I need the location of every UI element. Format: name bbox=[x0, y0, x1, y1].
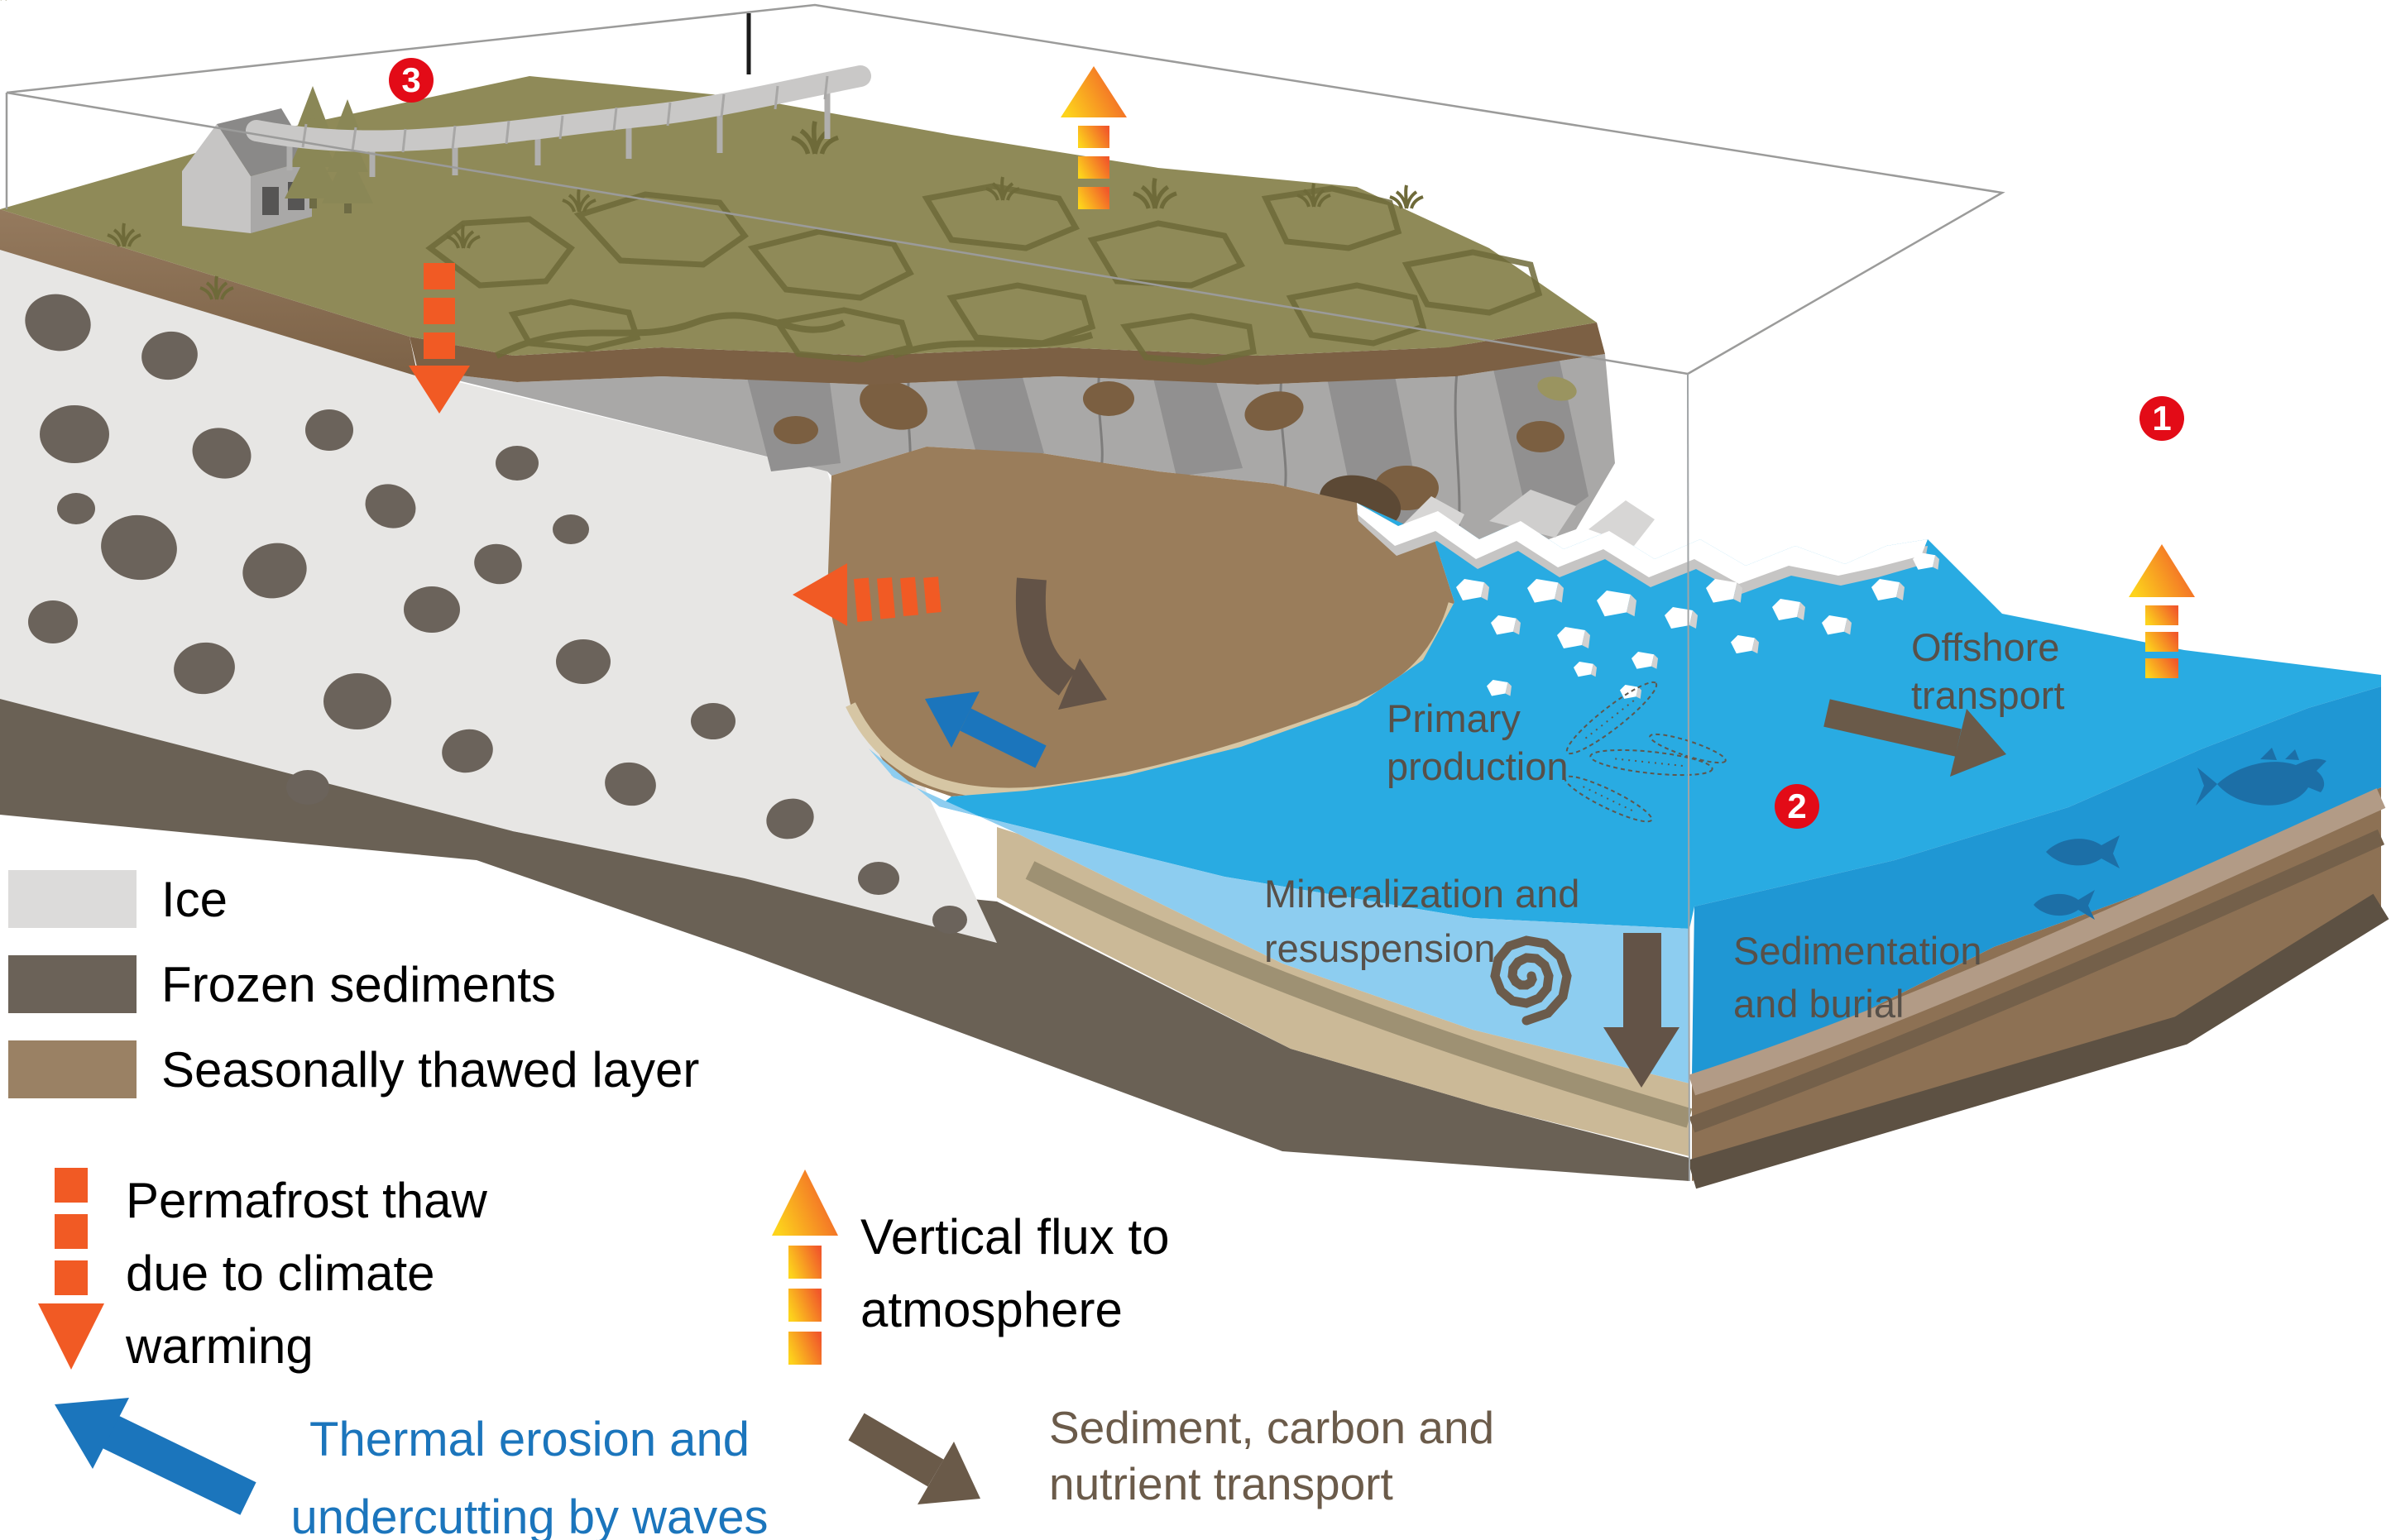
tundra-polygon-pattern bbox=[425, 183, 1543, 366]
pipeline-joints bbox=[301, 75, 829, 153]
label-line: Sediment, carbon and bbox=[1049, 1402, 1495, 1453]
label-line: Permafrost thaw bbox=[126, 1173, 487, 1228]
frozen-sediments-front-face bbox=[0, 645, 1689, 1181]
label-line: warming bbox=[126, 1318, 314, 1374]
ice-swatch bbox=[8, 870, 137, 928]
sedimentation-arrow bbox=[1603, 933, 1679, 1088]
label-line: undercutting by waves bbox=[290, 1490, 769, 1540]
legend-permafrost-arrow bbox=[38, 1168, 104, 1370]
coastal-cliff bbox=[418, 341, 1615, 571]
frozen-sediment-blobs bbox=[25, 294, 967, 934]
legend-label: Seasonally thawed layer bbox=[161, 1041, 700, 1098]
sea-ice-ribbon bbox=[1357, 503, 1928, 594]
legend-row-seasonally-thawed: Seasonally thawed layer bbox=[8, 1040, 699, 1098]
water-face-nearshore bbox=[869, 748, 1689, 1083]
legend-row-ice: Ice bbox=[8, 870, 228, 928]
legend-row-frozen-sediments: Frozen sediments bbox=[8, 955, 556, 1013]
label-line: Mineralization and bbox=[1264, 872, 1580, 916]
sea-surface bbox=[939, 503, 2381, 929]
label-line: resuspension bbox=[1264, 926, 1496, 970]
frozen-sediments-swatch bbox=[8, 955, 137, 1013]
legend-vertical-flux-arrow bbox=[772, 1169, 838, 1365]
resuspension-spiral bbox=[1490, 935, 1572, 1026]
legend-sediment-transport-arrow bbox=[848, 1413, 980, 1504]
house-window bbox=[262, 187, 279, 215]
fish-medium bbox=[2046, 835, 2120, 868]
label-line: and burial bbox=[1733, 982, 1905, 1026]
marker-2: 2 bbox=[1775, 784, 1819, 829]
label-line: atmosphere bbox=[860, 1282, 1123, 1337]
fish bbox=[2034, 748, 2326, 920]
vertical-flux-arrow-sea bbox=[2129, 544, 2195, 678]
cliff-top-soil-strip bbox=[410, 323, 1605, 385]
legend-label: Ice bbox=[161, 871, 228, 927]
label-line: transport bbox=[1911, 673, 2065, 717]
marker-number: 2 bbox=[1787, 787, 1807, 825]
cliff-thaw-arrow bbox=[793, 563, 942, 626]
marker-number: 1 bbox=[2152, 399, 2172, 438]
label-line: Thermal erosion and bbox=[309, 1413, 750, 1466]
marker-3: 3 bbox=[389, 58, 434, 103]
label-line: Offshore bbox=[1911, 625, 2060, 669]
fish-large bbox=[2196, 748, 2326, 806]
offshore-transport-arrow bbox=[1823, 699, 2006, 777]
legend-permafrost-thaw-text: Permafrost thaw due to climate warming bbox=[126, 1165, 487, 1383]
marker-1: 1 bbox=[2139, 396, 2184, 441]
beach-sediment-arrow bbox=[1015, 577, 1107, 710]
seafloor-layers-offshore bbox=[1687, 787, 2389, 1189]
vertical-flux-arrow-land bbox=[1061, 66, 1127, 209]
label-mineralization: Mineralization and resuspension bbox=[1264, 867, 1579, 976]
ice-face bbox=[0, 246, 997, 943]
label-primary-production: Primary production bbox=[1387, 695, 1569, 791]
wireframe-box bbox=[5, 3, 2005, 1182]
seasonally-thawed-swatch bbox=[8, 1040, 137, 1098]
label-offshore-transport: Offshore transport bbox=[1911, 624, 2064, 720]
label-line: Primary bbox=[1387, 696, 1521, 740]
legend-label: Frozen sediments bbox=[161, 956, 556, 1012]
pipeline bbox=[246, 13, 871, 177]
fish-small bbox=[2034, 890, 2095, 920]
marker-number: 3 bbox=[401, 60, 421, 99]
permafrost-thaw-arrow bbox=[409, 263, 470, 414]
label-sedimentation: Sedimentation and burial bbox=[1733, 925, 1981, 1031]
legend-thermal-erosion-arrow bbox=[55, 1398, 256, 1515]
wave-erosion-arrow bbox=[925, 691, 1047, 768]
seafloor-layers-nearshore bbox=[997, 827, 1693, 1156]
label-line: Sedimentation bbox=[1733, 929, 1982, 973]
seafloor-bottom-edge bbox=[1687, 893, 2389, 1189]
label-line: Vertical flux to bbox=[860, 1209, 1170, 1265]
label-line: due to climate bbox=[126, 1246, 435, 1301]
floating-ice-blocks bbox=[1456, 552, 1939, 699]
label-line: production bbox=[1387, 744, 1569, 788]
legend-thermal-erosion-text: Thermal erosion and undercutting by wave… bbox=[273, 1401, 786, 1540]
label-line: nutrient transport bbox=[1049, 1458, 1393, 1509]
legend-vertical-flux-text: Vertical flux to atmosphere bbox=[860, 1201, 1170, 1346]
legend-sediment-transport-text: Sediment, carbon and nutrient transport bbox=[1049, 1399, 1494, 1512]
